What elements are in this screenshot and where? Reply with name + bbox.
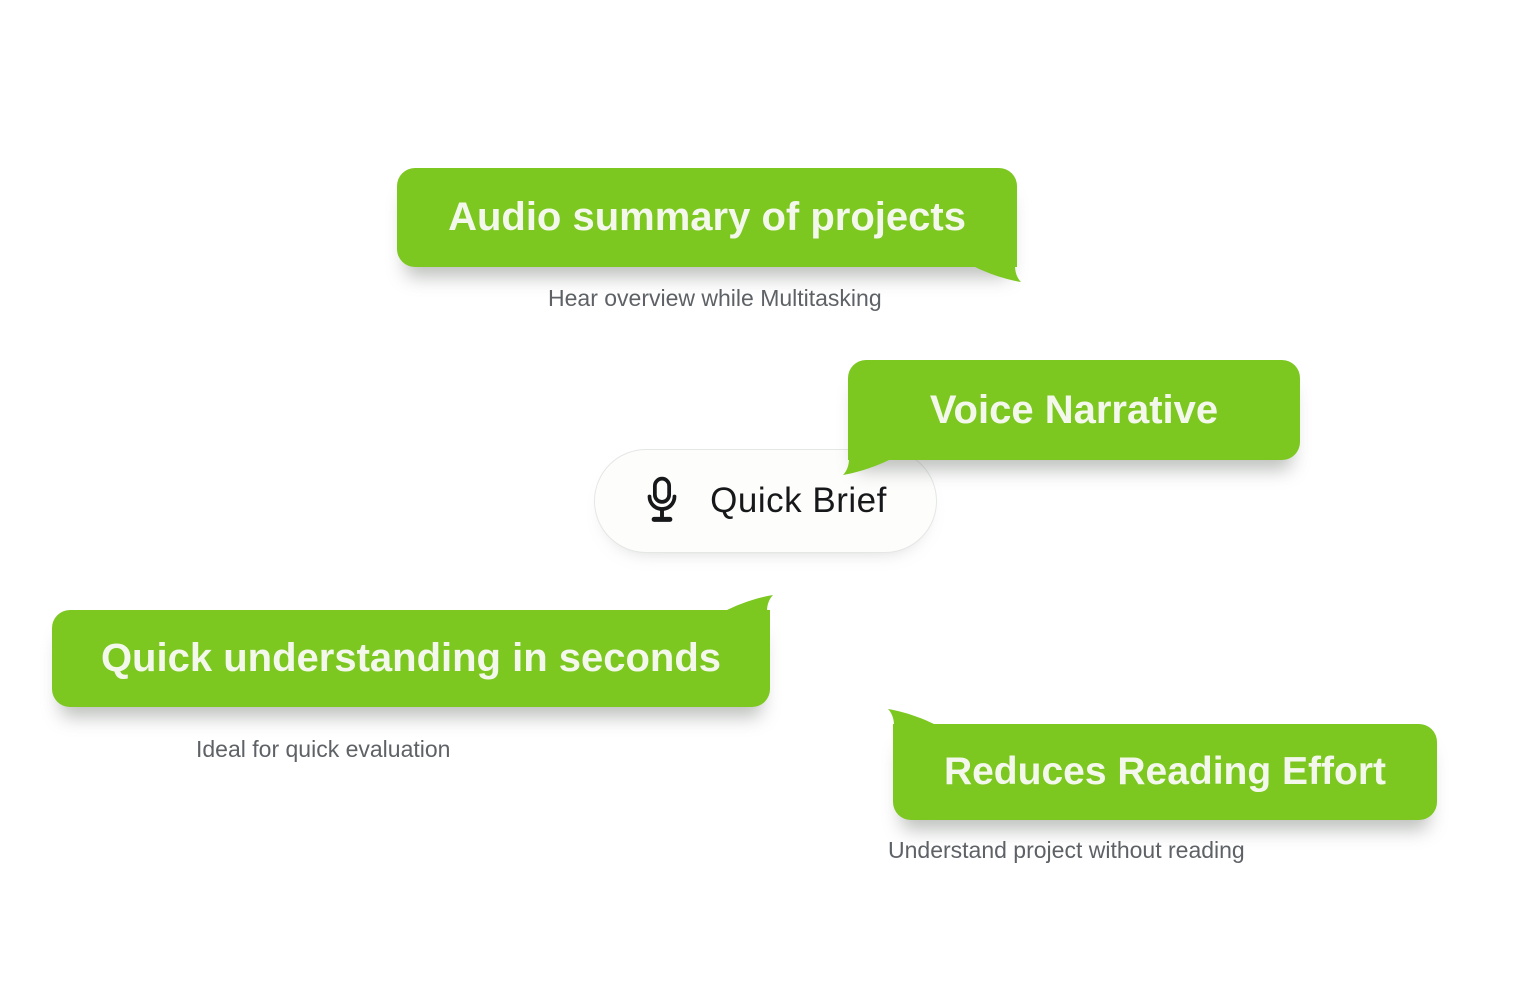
bubble-tail-icon [725,595,773,611]
quick-brief-button[interactable]: Quick Brief [594,449,937,553]
bubble-tail-icon [888,709,936,725]
caption-reduces-reading: Understand project without reading [888,837,1245,863]
quick-brief-label: Quick Brief [710,481,887,520]
bubble-label-quick-understanding: Quick understanding in seconds [100,636,722,680]
speech-bubble-quick-understanding: Quick understanding in seconds [52,595,773,707]
caption-quick-understanding: Ideal for quick evaluation [196,736,451,762]
microphone-icon [647,476,677,522]
bubble-label-reduces-reading: Reduces Reading Effort [943,750,1387,793]
speech-bubble-audio-summary: Audio summary of projects [397,168,1021,282]
bubble-tail-icon [843,459,891,475]
bubble-label-voice-narrative: Voice Narrative [929,387,1219,432]
caption-audio-summary: Hear overview while Multitasking [548,285,882,311]
speech-bubble-reduces-reading: Reduces Reading Effort [888,709,1437,820]
speech-bubble-voice-narrative: Voice Narrative [843,360,1300,475]
bubble-tail-icon [973,266,1021,282]
bubble-label-audio-summary: Audio summary of projects [448,195,966,239]
